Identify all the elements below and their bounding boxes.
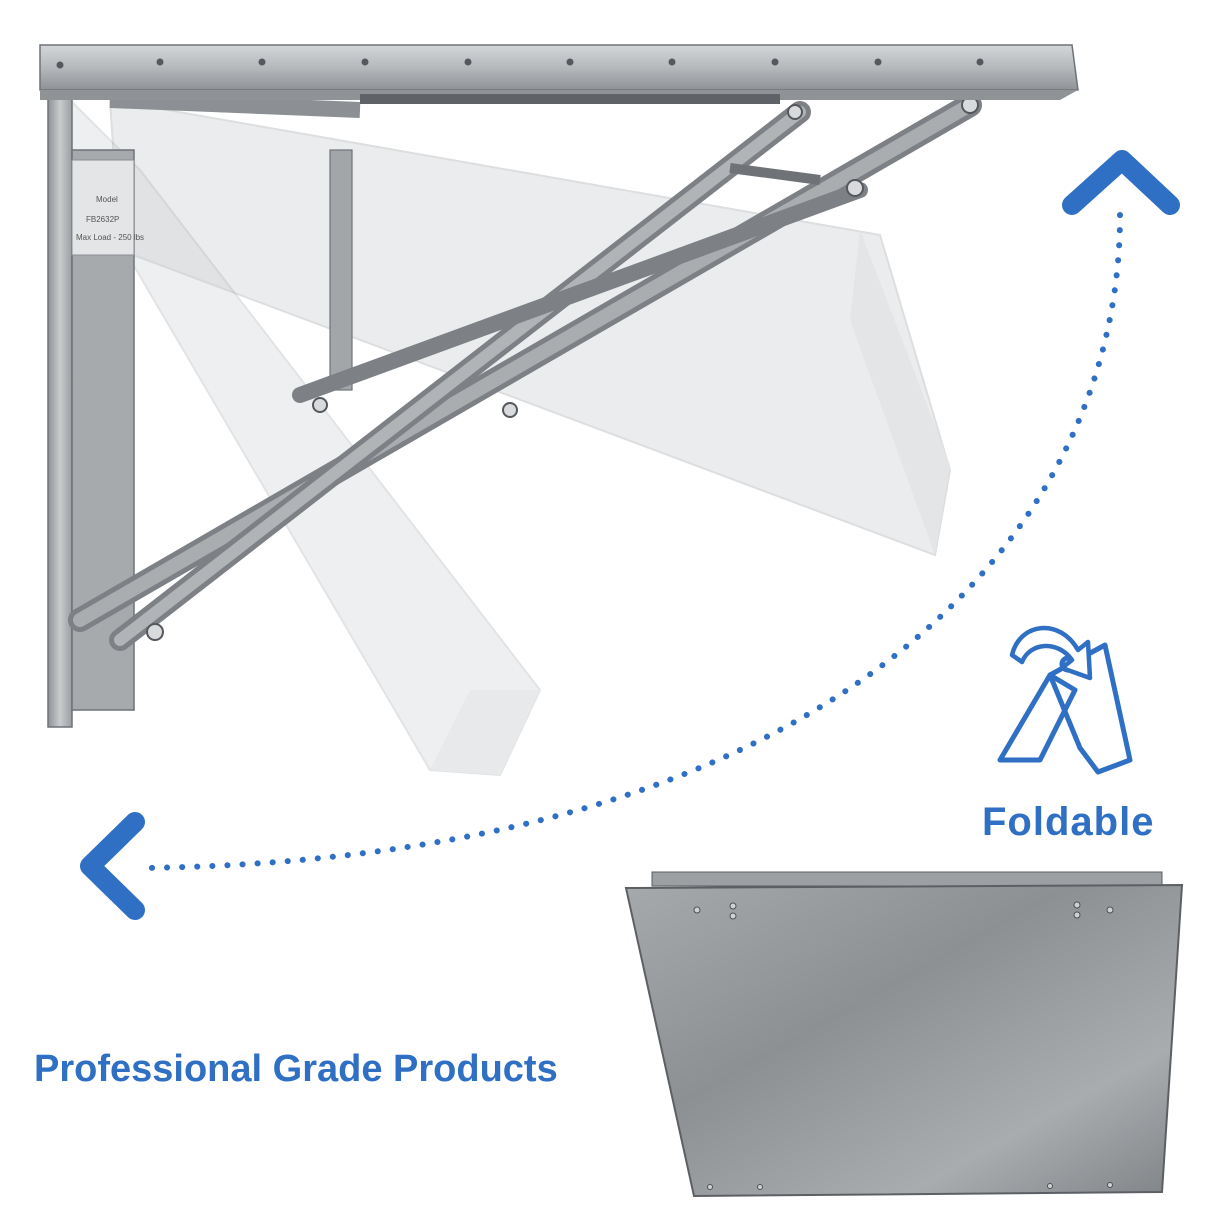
dotted-motion-arc — [137, 212, 1123, 871]
shelf-top-rail — [39, 44, 1079, 104]
plate-model-label: Model — [96, 195, 118, 204]
fold-arrow-icon — [1009, 625, 1093, 681]
support-arms — [68, 92, 982, 651]
plate-max-load: Max Load - 250 lbs — [76, 233, 144, 242]
folded-panel — [624, 871, 1184, 1198]
foldable-caption: Foldable — [982, 800, 1155, 844]
chevron-up-icon — [1062, 150, 1180, 215]
chevron-left-icon — [80, 812, 145, 920]
pivot-bolts — [146, 96, 979, 641]
plate-model-number: FB2632P — [86, 215, 119, 224]
label-plate: Model FB2632P Max Load - 250 lbs — [71, 159, 144, 256]
professional-grade-caption: Professional Grade Products — [34, 1048, 558, 1090]
